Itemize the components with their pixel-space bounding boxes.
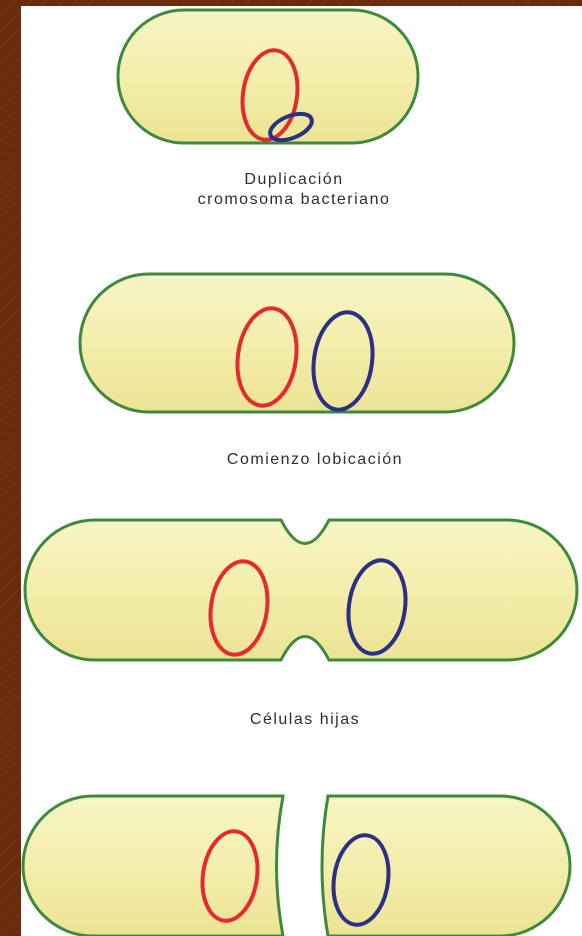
stage-1-caption: Duplicación cromosoma bacteriano xyxy=(160,170,428,210)
constricting-cell xyxy=(25,520,577,660)
daughter-cell-left xyxy=(23,796,283,936)
stage-3-caption: Células hijas xyxy=(210,710,400,730)
stage-1-duplication xyxy=(118,10,418,145)
bacterium-cell xyxy=(118,10,418,143)
stage-3-constriction xyxy=(25,520,577,660)
stage-4-daughter-cells xyxy=(23,796,570,936)
stage-2-separation xyxy=(80,274,514,414)
stage-1-caption-line-2: cromosoma bacteriano xyxy=(160,190,428,210)
stage-1-caption-line-1: Duplicación xyxy=(160,170,428,190)
daughter-cell-right xyxy=(322,796,570,936)
stage-2-caption: Comienzo lobicación xyxy=(180,450,450,470)
